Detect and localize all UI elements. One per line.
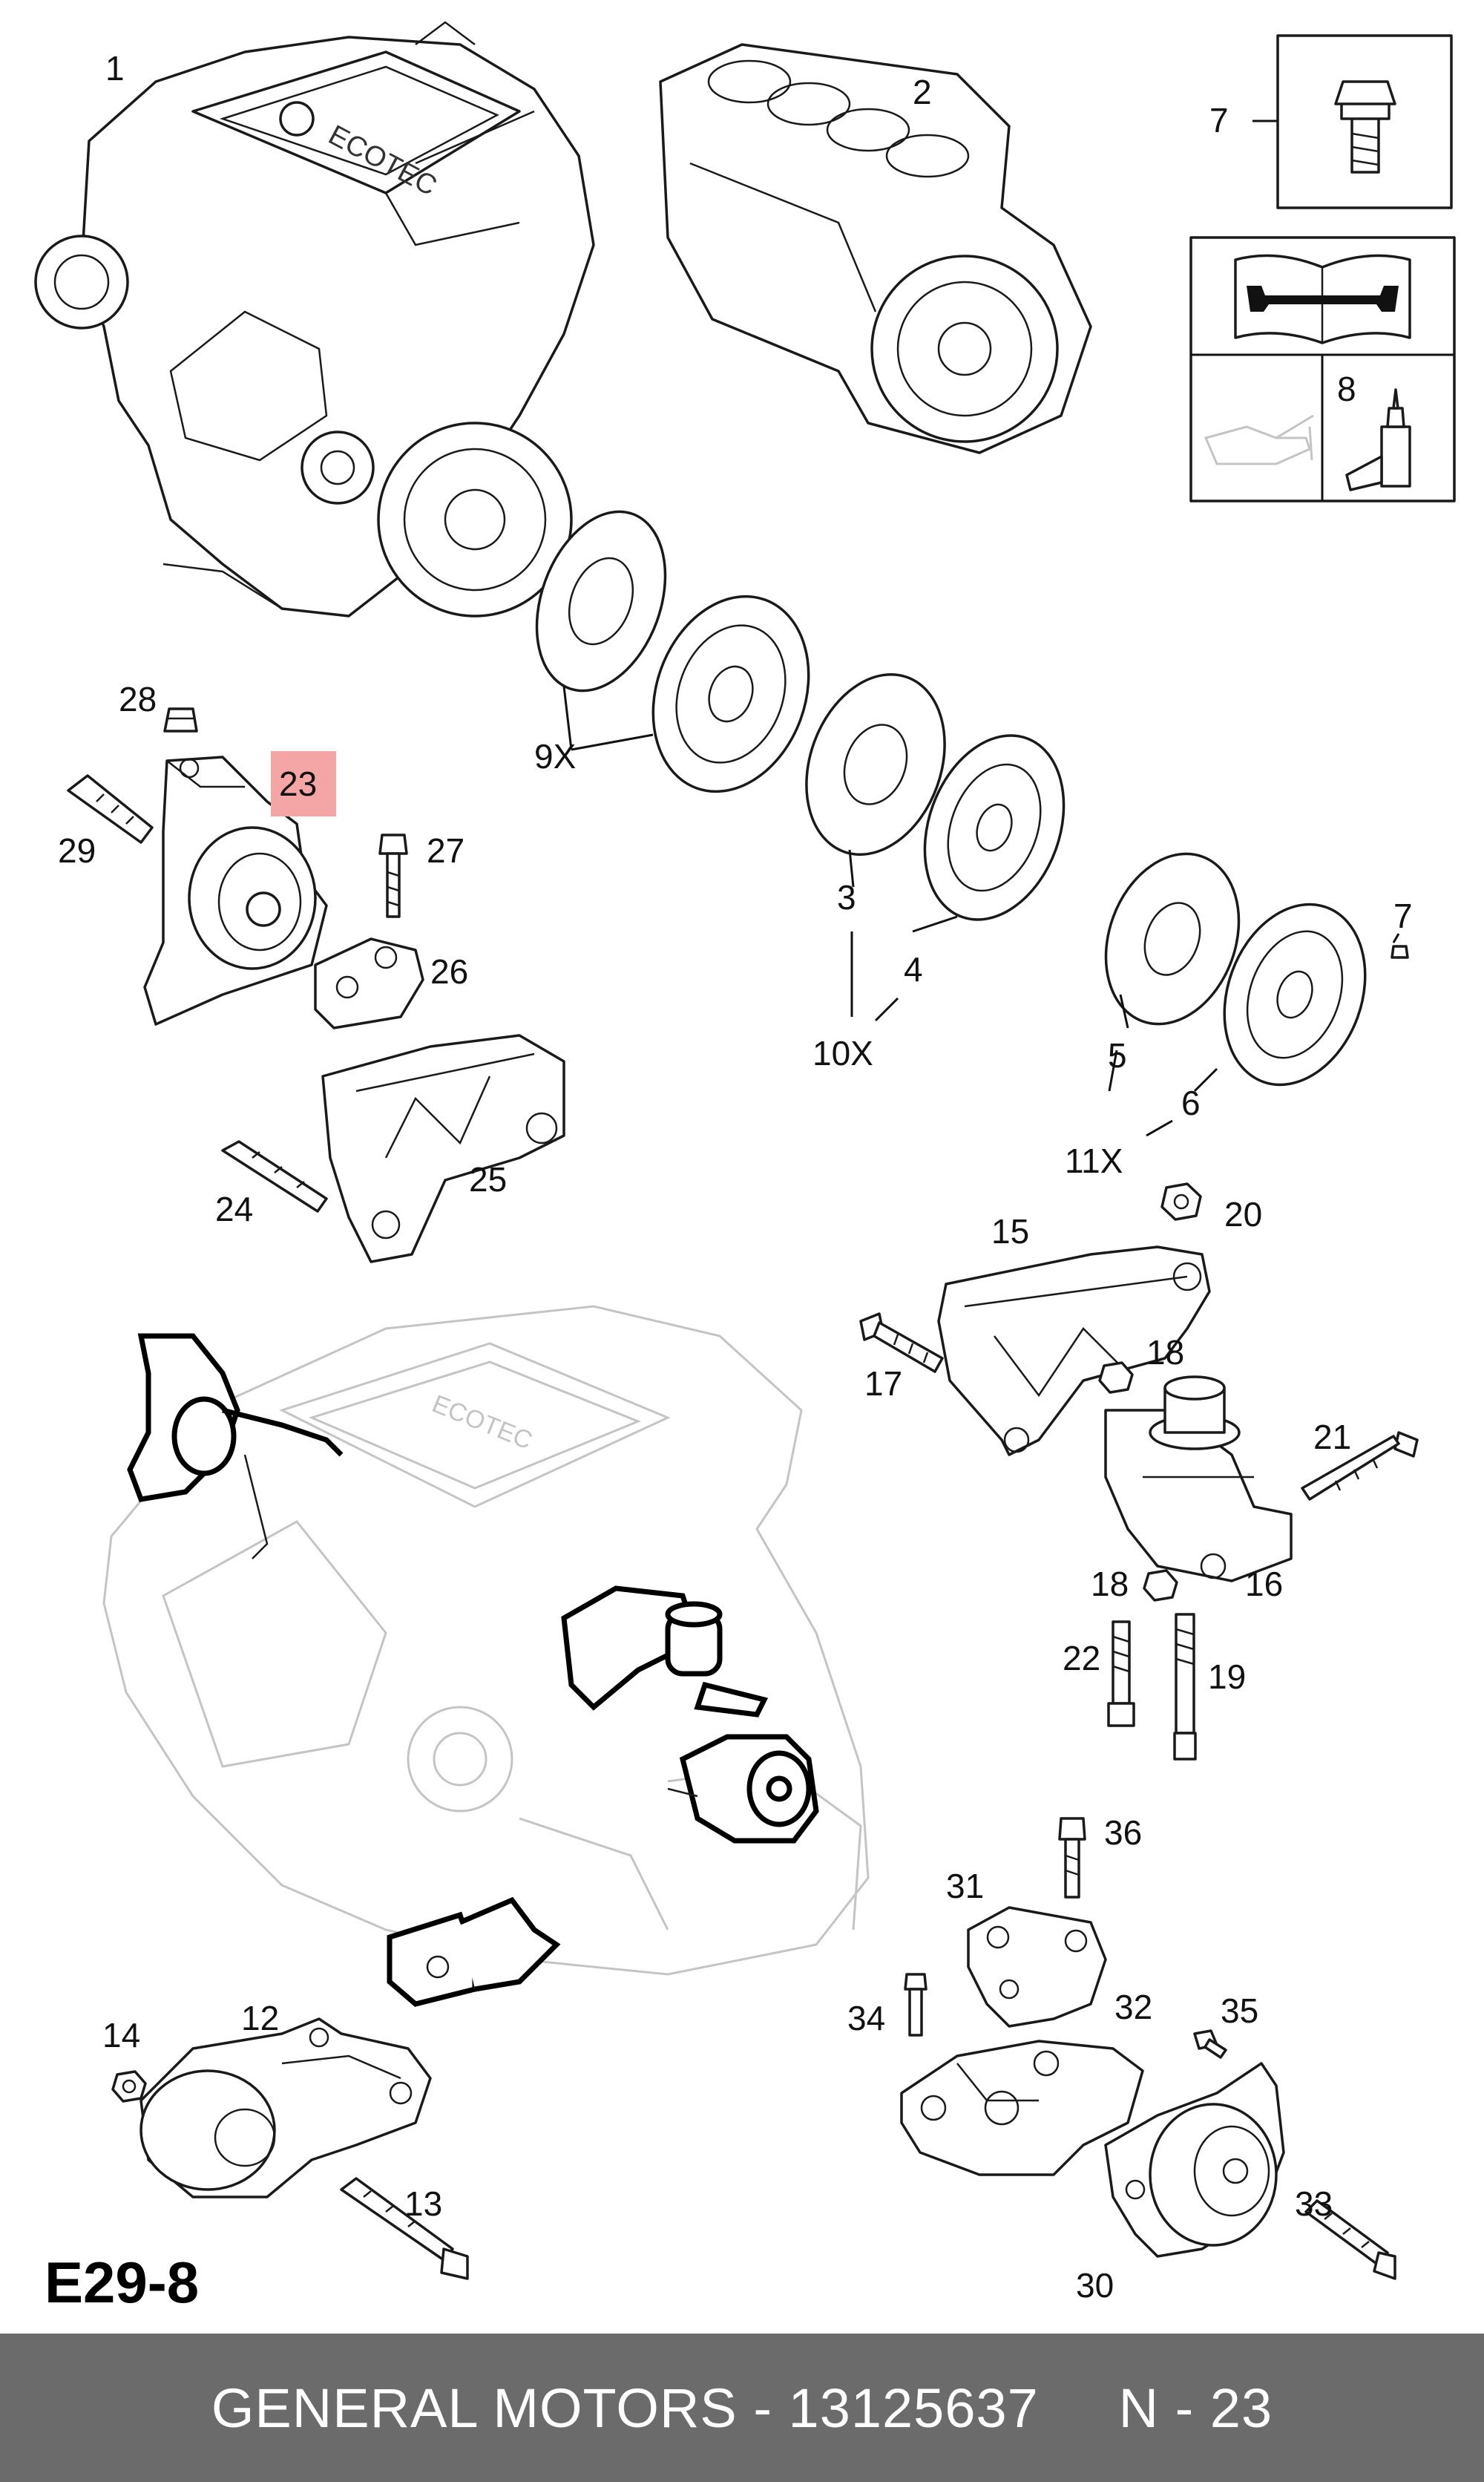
callout-11x: 11X (1065, 1142, 1123, 1180)
callout-10x: 10X (812, 1034, 873, 1073)
nut-18a-drawing (1098, 1361, 1134, 1394)
callout-14: 14 (102, 2016, 140, 2054)
bolt-27-drawing (378, 834, 408, 918)
callout-36: 36 (1104, 1813, 1142, 1852)
callout-28: 28 (119, 680, 157, 718)
bracket-31-drawing (967, 1906, 1107, 2028)
callout-34: 34 (847, 1999, 885, 2037)
callout-4: 4 (904, 950, 923, 989)
callout-26: 26 (430, 952, 468, 991)
bolt-35-drawing (1193, 2029, 1227, 2059)
callout-25: 25 (469, 1160, 507, 1199)
diagram-code: E29-8 (45, 2250, 199, 2315)
clutch-disc-9x-drawing (535, 510, 810, 793)
callout-9x: 9X (534, 737, 576, 776)
callout-13: 13 (404, 2184, 442, 2223)
callout-3: 3 (837, 878, 856, 917)
mount-23-drawing (143, 756, 328, 1026)
highlighted-mount-upper-left (127, 1333, 344, 1559)
bolt-28-drawing (163, 707, 198, 733)
nut-14-drawing (111, 2070, 147, 2103)
callout-6: 6 (1181, 1084, 1201, 1122)
bracket-26-drawing (314, 937, 424, 1029)
bolt-icon-box (1252, 34, 1453, 209)
bolt-17-drawing (859, 1312, 944, 1373)
callout-18b: 18 (1091, 1565, 1129, 1603)
callout-labels: 1 2 7 8 28 23 29 27 26 9X 3 4 10X 7 5 6 … (58, 49, 1413, 2305)
engine-block-drawing (659, 43, 1092, 454)
callout-30: 30 (1076, 2266, 1114, 2305)
callout-8: 8 (1337, 370, 1356, 408)
nut-18b-drawing (1143, 1569, 1178, 1602)
bolt-29-drawing (67, 774, 154, 844)
footer-bar: GENERAL MOTORS - 13125637 N - 23 (0, 2334, 1484, 2482)
clutch-disc-3-drawing (805, 672, 946, 857)
callout-22: 22 (1063, 1639, 1100, 1677)
callout-7b: 7 (1393, 897, 1413, 935)
bolt-22-drawing (1107, 1620, 1135, 1727)
highlighted-mount-center (561, 1585, 769, 1718)
leader-lines (562, 686, 1400, 1137)
highlighted-mount-right (667, 1734, 819, 1844)
bolt-24-drawing (221, 1140, 328, 1213)
bolt-33-drawing (1304, 2199, 1396, 2280)
callout-31: 31 (946, 1867, 984, 1905)
callout-35: 35 (1221, 1991, 1258, 2030)
callout-33: 33 (1295, 2184, 1333, 2223)
callout-17: 17 (864, 1364, 902, 1403)
bolt-13-drawing (340, 2177, 469, 2280)
clutch-disc-5-drawing (1104, 852, 1241, 1026)
exploded-parts-diagram: ECOTEC (34, 21, 1456, 2315)
bolt-icon (1334, 80, 1396, 174)
callout-24: 24 (215, 1190, 253, 1228)
service-info-box (1189, 236, 1456, 502)
bracket-25-drawing (321, 1034, 565, 1263)
bracket-32-drawing (900, 2040, 1144, 2176)
pressure-plate-4-drawing (923, 734, 1066, 921)
callout-1: 1 (105, 49, 125, 88)
nut-20-drawing (1160, 1182, 1202, 1221)
callout-12: 12 (241, 1999, 279, 2037)
callout-32: 32 (1114, 1988, 1152, 2026)
callout-15: 15 (991, 1212, 1029, 1251)
bolt-36-drawing (1058, 1817, 1086, 1899)
highlight-box-23 (271, 751, 336, 816)
callout-23: 23 (279, 764, 317, 803)
footer-part-number: GENERAL MOTORS - 13125637 N - 23 (211, 2377, 1273, 2439)
callout-16: 16 (1245, 1565, 1283, 1603)
bolt-19-drawing (1173, 1613, 1197, 1761)
installed-engine-overview: ECOTEC (102, 1305, 870, 1976)
mount-30-drawing (1104, 2062, 1285, 2258)
callout-18a: 18 (1146, 1333, 1184, 1372)
pressure-plate-6-drawing (1223, 903, 1367, 1087)
manual-wrench-icon (1234, 254, 1411, 344)
oil-can-icon (1204, 414, 1314, 465)
callout-5: 5 (1108, 1036, 1127, 1075)
highlighted-mount-bottom (387, 1896, 561, 2007)
mount-16-drawing (1104, 1375, 1293, 1582)
callout-29: 29 (58, 831, 96, 870)
callout-19: 19 (1208, 1657, 1246, 1696)
callout-21: 21 (1313, 1418, 1351, 1456)
callout-7a: 7 (1209, 101, 1229, 140)
bolt-21-drawing (1301, 1431, 1419, 1501)
screw-7b-drawing (1391, 945, 1409, 959)
engine-assembly-drawing: ECOTEC (34, 21, 595, 618)
mount-12-drawing (139, 2017, 432, 2198)
adhesive-bottle-icon (1345, 388, 1411, 491)
callout-20: 20 (1224, 1195, 1262, 1234)
callout-2: 2 (913, 73, 932, 111)
callout-27: 27 (427, 831, 464, 870)
bolt-34-drawing (904, 1973, 928, 2037)
